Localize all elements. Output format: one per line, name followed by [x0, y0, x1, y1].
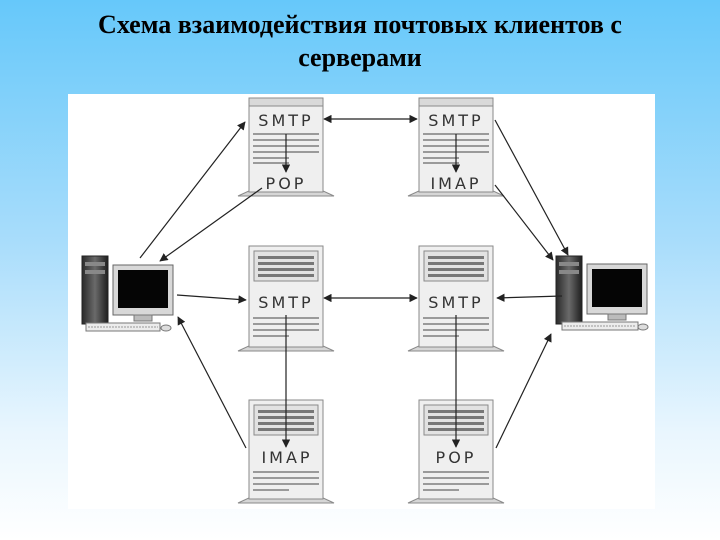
desktop-computer-icon: [555, 255, 649, 331]
arrow-client-to-smtp-middle: [176, 294, 247, 304]
server-label-smtp: SMTP: [258, 293, 313, 312]
arrow-imap-to-client-right: [494, 184, 554, 261]
mail-flow-diagram: SMTP POP SMTP IMAP SMTP: [81, 97, 649, 504]
server-label-smtp: SMTP: [428, 111, 483, 130]
connection-arrows: [139, 114, 569, 449]
server-label-imap: IMAP: [261, 448, 312, 467]
server-label-pop: POP: [436, 448, 477, 467]
arrow-pop-to-client: [159, 187, 263, 262]
desktop-computer-icon: [81, 255, 174, 332]
right-client-computer: [555, 255, 649, 331]
server-label-pop: POP: [266, 174, 307, 193]
title-line-2: серверами: [298, 43, 422, 72]
slide-title: Схема взаимодействия почтовых клиентов с…: [20, 8, 700, 74]
arrow-smtp-to-client-right: [494, 119, 569, 256]
server-label-imap: IMAP: [430, 174, 481, 193]
arrow-client-to-smtp-top: [139, 121, 246, 259]
server-label-smtp: SMTP: [258, 111, 313, 130]
server-label-smtp: SMTP: [428, 293, 483, 312]
arrow-imap-to-client: [177, 316, 247, 449]
diagram-panel: SMTP POP SMTP IMAP SMTP: [68, 94, 655, 509]
arrow-pop-to-client-right: [495, 333, 552, 449]
left-client-computer: [81, 255, 174, 332]
title-line-1: Схема взаимодействия почтовых клиентов с: [98, 10, 622, 39]
arrow-client-to-smtp-middle-right: [496, 293, 563, 302]
